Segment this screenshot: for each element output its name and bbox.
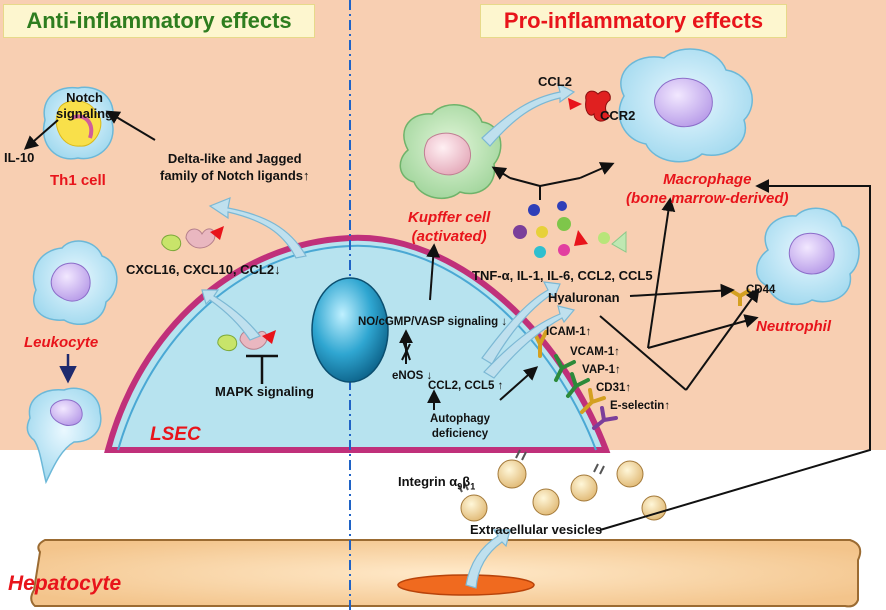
adhesion-receptors-icon [532,330,618,430]
autophagy-label: Autophagy deficiency [430,413,491,440]
ccr2-receptor-icon [585,90,611,122]
vcam1-label: VCAM-1↑ [570,346,620,358]
cd31-label: CD31↑ [596,382,632,394]
cytokine-cluster-icon [513,201,627,258]
cytokines-label: TNF-α, IL-1, IL-6, CCL2, CCL5 [472,268,653,283]
enos-label: eNOS ↓ [392,370,433,382]
mapk-signaling-label: MAPK signaling [215,384,314,399]
extracellular-vesicles-icon [457,449,667,522]
lsec-nucleus [311,277,389,383]
th1-cell-label: Th1 cell [50,172,106,189]
ccl2-ccl5-label: CCL2, CCL5 ↑ [428,380,504,392]
anti-inflammatory-title: Anti-inflammatory effects [3,4,315,38]
hepatocyte-cell [30,539,862,608]
no-signaling-label: NO/cGMP/VASP signaling ↓ [358,316,508,328]
ccr2-label: CCR2 [600,108,636,123]
leukocyte-label: Leukocyte [24,334,99,351]
macrophage-icon [618,48,753,163]
hepatocyte-label: Hepatocyte [8,572,122,595]
chemokine-shapes-icon [161,226,224,252]
leukocyte-icon [32,240,118,325]
th1-cell-icon [42,86,114,160]
chemokines-label: CXCL16, CXCL10, CCL2↓ [126,262,281,277]
ccl2-ligand-icon [568,98,582,110]
lsec-label: LSEC [150,424,201,445]
cd44-label: CD44 [746,284,776,296]
il10-label: IL-10 [4,150,35,165]
kupffer-cell-icon [399,104,502,200]
vap1-label: VAP-1↑ [582,364,621,376]
icam1-label: ICAM-1↑ [546,326,592,338]
neutrophil-icon [756,207,860,306]
neutrophil-label: Neutrophil [756,318,831,335]
kupffer-cell-label: Kupffer cell (activated) [408,209,491,245]
adhering-leukocyte-icon [26,387,102,485]
macrophage-label: Macrophage (bone marrow-derived) [626,171,789,207]
pro-inflammatory-title: Pro-inflammatory effects [480,4,787,38]
black-arrows [23,110,871,531]
delta-like-label: Delta-like and Jagged family of Notch li… [160,151,310,183]
hyaluronan-label: Hyaluronan [548,290,620,305]
light-blue-arrows [201,82,576,589]
ccl2-label: CCL2 [538,74,572,89]
extracellular-vesicles-label: Extracellular vesicles [470,522,603,537]
e-selectin-label: E-selectin↑ [610,400,671,412]
mapk-inhibition-bar [246,354,278,384]
integrin-label: Integrin α9β1 [398,474,476,492]
notch-signaling-label: Notch signaling [56,90,114,121]
